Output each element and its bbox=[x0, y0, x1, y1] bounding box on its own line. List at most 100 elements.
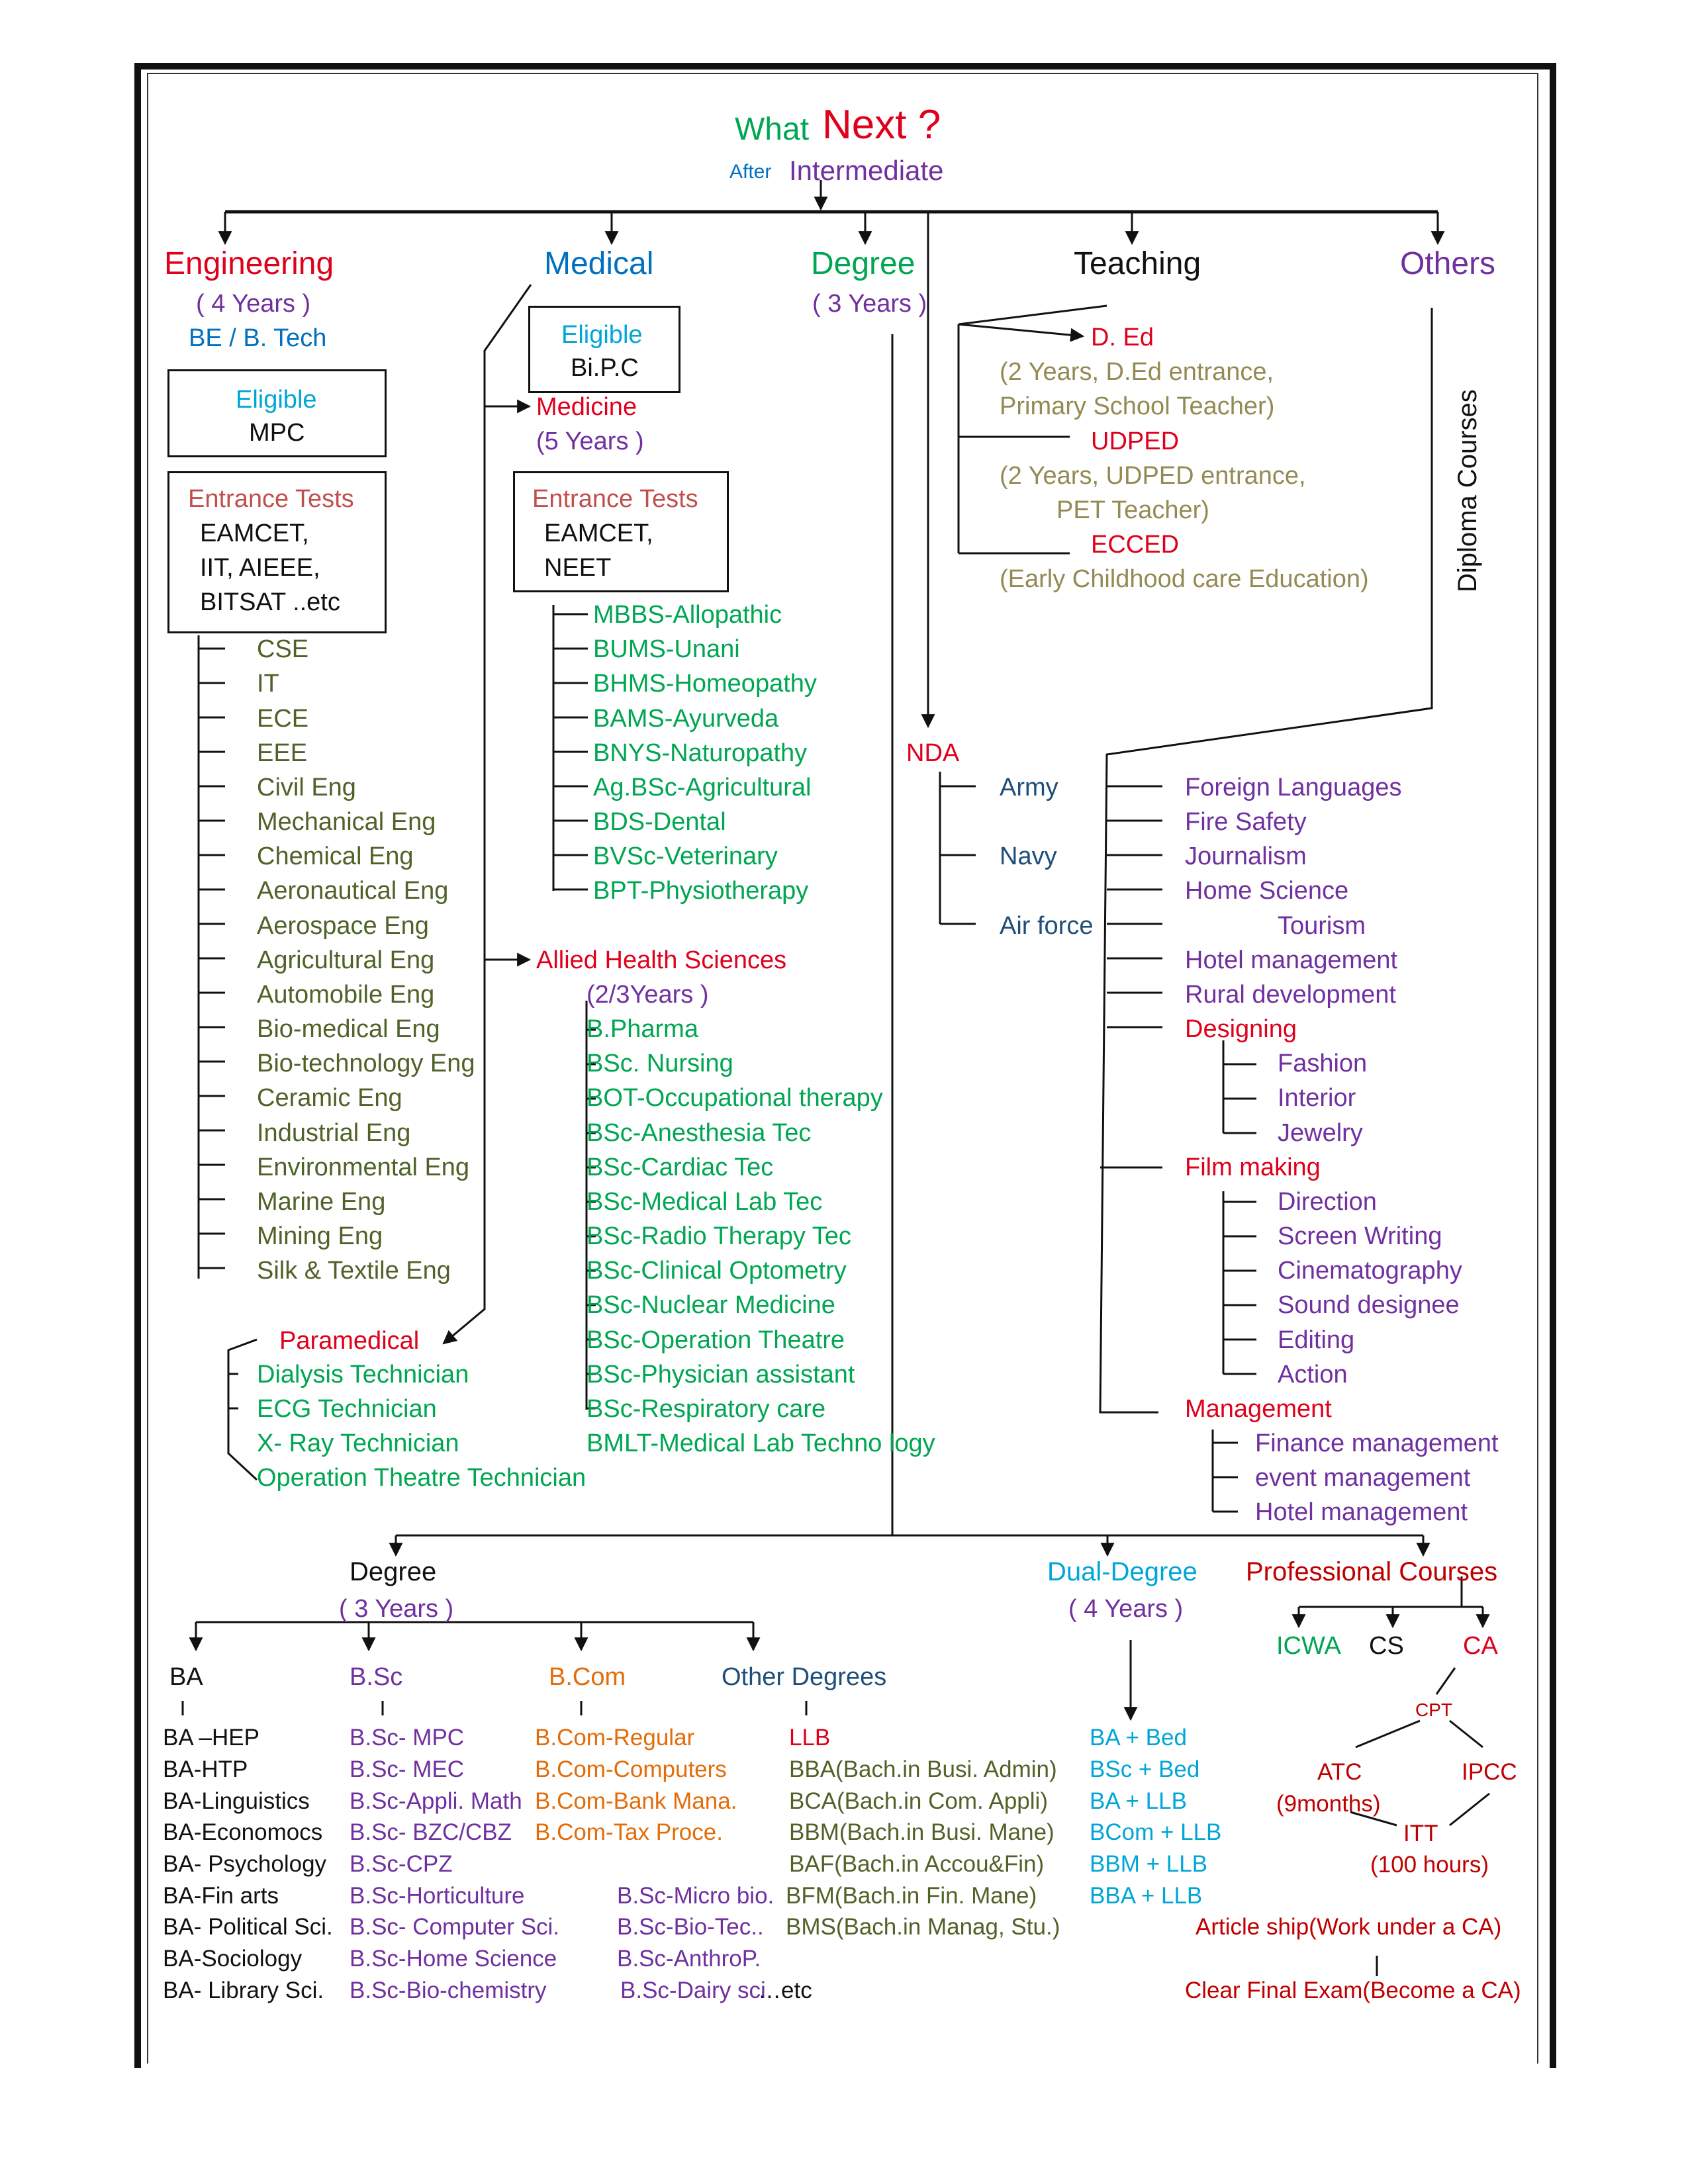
film-heading: Film making bbox=[1185, 1154, 1321, 1181]
eng-branch: Silk & Textile Eng bbox=[257, 1257, 451, 1285]
med-tests-2: NEET bbox=[544, 554, 612, 582]
bcom-item: B.Com-Computers bbox=[535, 1756, 727, 1782]
engineering-degree: BE / B. Tech bbox=[189, 324, 327, 352]
allied-course: BSc-Operation Theatre bbox=[586, 1326, 845, 1354]
medicine-course: BDS-Dental bbox=[593, 808, 726, 836]
teaching-udped-desc-2: PET Teacher) bbox=[1056, 496, 1209, 524]
film-item: Direction bbox=[1278, 1188, 1377, 1216]
med-eligible-label: Eligible bbox=[561, 321, 643, 349]
ba-item: BA- Library Sci. bbox=[163, 1978, 324, 2003]
bcom-heading: B.Com bbox=[549, 1663, 626, 1691]
designing-item: Fashion bbox=[1278, 1050, 1368, 1077]
ba-item: BA-HTP bbox=[163, 1756, 248, 1782]
bsc-item: B.Sc-Micro bio. bbox=[617, 1883, 774, 1909]
film-item: Action bbox=[1278, 1361, 1348, 1388]
other-degree-item: BBA(Bach.in Busi. Admin) bbox=[789, 1756, 1057, 1782]
eng-eligible-box bbox=[167, 369, 387, 457]
dual-duration: ( 4 Years ) bbox=[1068, 1595, 1184, 1623]
teaching-udped: UDPED bbox=[1091, 428, 1180, 455]
dual-item: BBM + LLB bbox=[1090, 1851, 1208, 1877]
other-degree-item: BAF(Bach.in Accou&Fin) bbox=[789, 1851, 1045, 1877]
degree2-heading: Degree bbox=[350, 1557, 437, 1586]
allied-heading: Allied Health Sciences bbox=[536, 946, 787, 974]
paramedical-heading: Paramedical bbox=[279, 1327, 420, 1355]
teaching-ecced: ECCED bbox=[1091, 531, 1180, 559]
allied-course: BSc-Clinical Optometry bbox=[586, 1257, 847, 1285]
allied-course: BSc-Respiratory care bbox=[586, 1395, 826, 1423]
allied-course: BSc-Cardiac Tec bbox=[586, 1154, 774, 1181]
ba-item: BA-Linguistics bbox=[163, 1788, 310, 1814]
degree-heading: Degree bbox=[811, 246, 915, 281]
paramedical-item: X- Ray Technician bbox=[257, 1430, 459, 1457]
dual-item: BA + Bed bbox=[1090, 1725, 1187, 1751]
medicine-course: BUMS-Unani bbox=[593, 635, 740, 663]
eng-branch: Environmental Eng bbox=[257, 1154, 470, 1181]
eng-branch: Automobile Eng bbox=[257, 981, 435, 1009]
eng-branch: EEE bbox=[257, 739, 308, 767]
other-degree-item: BMS(Bach.in Manag, Stu.) bbox=[786, 1914, 1060, 1940]
eng-branch: Marine Eng bbox=[257, 1188, 386, 1216]
others-course: Fire Safety bbox=[1185, 808, 1307, 836]
allied-course: BSc-Nuclear Medicine bbox=[586, 1291, 835, 1319]
designing-item: Interior bbox=[1278, 1084, 1356, 1112]
ca-atc-duration: (9months) bbox=[1276, 1791, 1381, 1817]
medicine-course: BPT-Physiotherapy bbox=[593, 877, 809, 905]
medicine-duration: (5 Years ) bbox=[536, 428, 644, 455]
diploma-courses-label: Diploma Courses bbox=[1453, 389, 1482, 592]
teaching-ded: D. Ed bbox=[1091, 324, 1154, 351]
ba-item: BA- Psychology bbox=[163, 1851, 327, 1877]
medicine-course: BAMS-Ayurveda bbox=[593, 705, 779, 733]
film-item: Editing bbox=[1278, 1326, 1355, 1354]
eng-branch: Bio-technology Eng bbox=[257, 1050, 475, 1077]
eng-branch: CSE bbox=[257, 635, 309, 663]
dual-item: BBA + LLB bbox=[1090, 1883, 1203, 1909]
bcom-item: B.Com-Bank Mana. bbox=[535, 1788, 737, 1814]
allied-course: BSc-Physician assistant bbox=[586, 1361, 855, 1388]
others-heading: Others bbox=[1400, 246, 1496, 281]
other-degree-llb: LLB bbox=[789, 1725, 831, 1751]
management-item: Hotel management bbox=[1255, 1498, 1468, 1526]
eng-branch: Ceramic Eng bbox=[257, 1084, 402, 1112]
film-item: Cinematography bbox=[1278, 1257, 1462, 1285]
ba-item: BA-Economocs bbox=[163, 1819, 323, 1845]
medicine-course: BNYS-Naturopathy bbox=[593, 739, 808, 767]
ca-cpt: CPT bbox=[1415, 1700, 1452, 1720]
other-degree-item: BFM(Bach.in Fin. Mane) bbox=[786, 1883, 1037, 1909]
eng-branch: Civil Eng bbox=[257, 774, 356, 801]
dual-item: BA + LLB bbox=[1090, 1788, 1187, 1814]
page-frame-inner bbox=[147, 73, 1538, 2064]
medicine-heading: Medicine bbox=[536, 393, 637, 421]
medicine-course: MBBS-Allopathic bbox=[593, 601, 782, 629]
bcom-item: B.Com-Regular bbox=[535, 1725, 695, 1751]
teaching-udped-desc-1: (2 Years, UDPED entrance, bbox=[1000, 462, 1306, 490]
ba-item: BA –HEP bbox=[163, 1725, 259, 1751]
eng-branch: Agricultural Eng bbox=[257, 946, 435, 974]
eng-tests-3: BITSAT ..etc bbox=[200, 588, 340, 616]
bsc-item: B.Sc-Bio-Tec.. bbox=[617, 1914, 764, 1940]
eng-tests-label: Entrance Tests bbox=[188, 485, 354, 513]
bsc-item: B.Sc- Computer Sci. bbox=[350, 1914, 560, 1940]
eng-branch: Bio-medical Eng bbox=[257, 1015, 440, 1043]
eng-branch: IT bbox=[257, 670, 279, 698]
eng-tests-1: EAMCET, bbox=[200, 520, 309, 547]
bsc-item: B.Sc-Dairy sci bbox=[620, 1978, 766, 2003]
eng-branch: Aerospace Eng bbox=[257, 912, 429, 940]
film-item: Sound designee bbox=[1278, 1291, 1460, 1319]
teaching-ded-desc-1: (2 Years, D.Ed entrance, bbox=[1000, 358, 1274, 386]
bsc-item: B.Sc- MEC bbox=[350, 1756, 465, 1782]
ca-itt: ITT bbox=[1403, 1821, 1438, 1846]
allied-course: BSc-Radio Therapy Tec bbox=[586, 1222, 851, 1250]
title-after: After bbox=[729, 161, 772, 183]
title-what: What bbox=[735, 112, 810, 147]
nda-navy: Navy bbox=[1000, 842, 1057, 870]
bsc-item: B.Sc-Horticulture bbox=[350, 1883, 525, 1909]
paramedical-item: ECG Technician bbox=[257, 1395, 437, 1423]
management-heading: Management bbox=[1185, 1395, 1332, 1423]
ba-item: BA- Political Sci. bbox=[163, 1914, 333, 1940]
ca-final: Clear Final Exam(Become a CA) bbox=[1185, 1978, 1521, 2003]
bsc-etc: …etc bbox=[758, 1978, 812, 2003]
professional-heading: Professional Courses bbox=[1246, 1557, 1498, 1586]
eng-eligible-value: MPC bbox=[249, 419, 305, 447]
med-tests-1: EAMCET, bbox=[544, 520, 653, 547]
page-frame-outer bbox=[134, 63, 1556, 2068]
